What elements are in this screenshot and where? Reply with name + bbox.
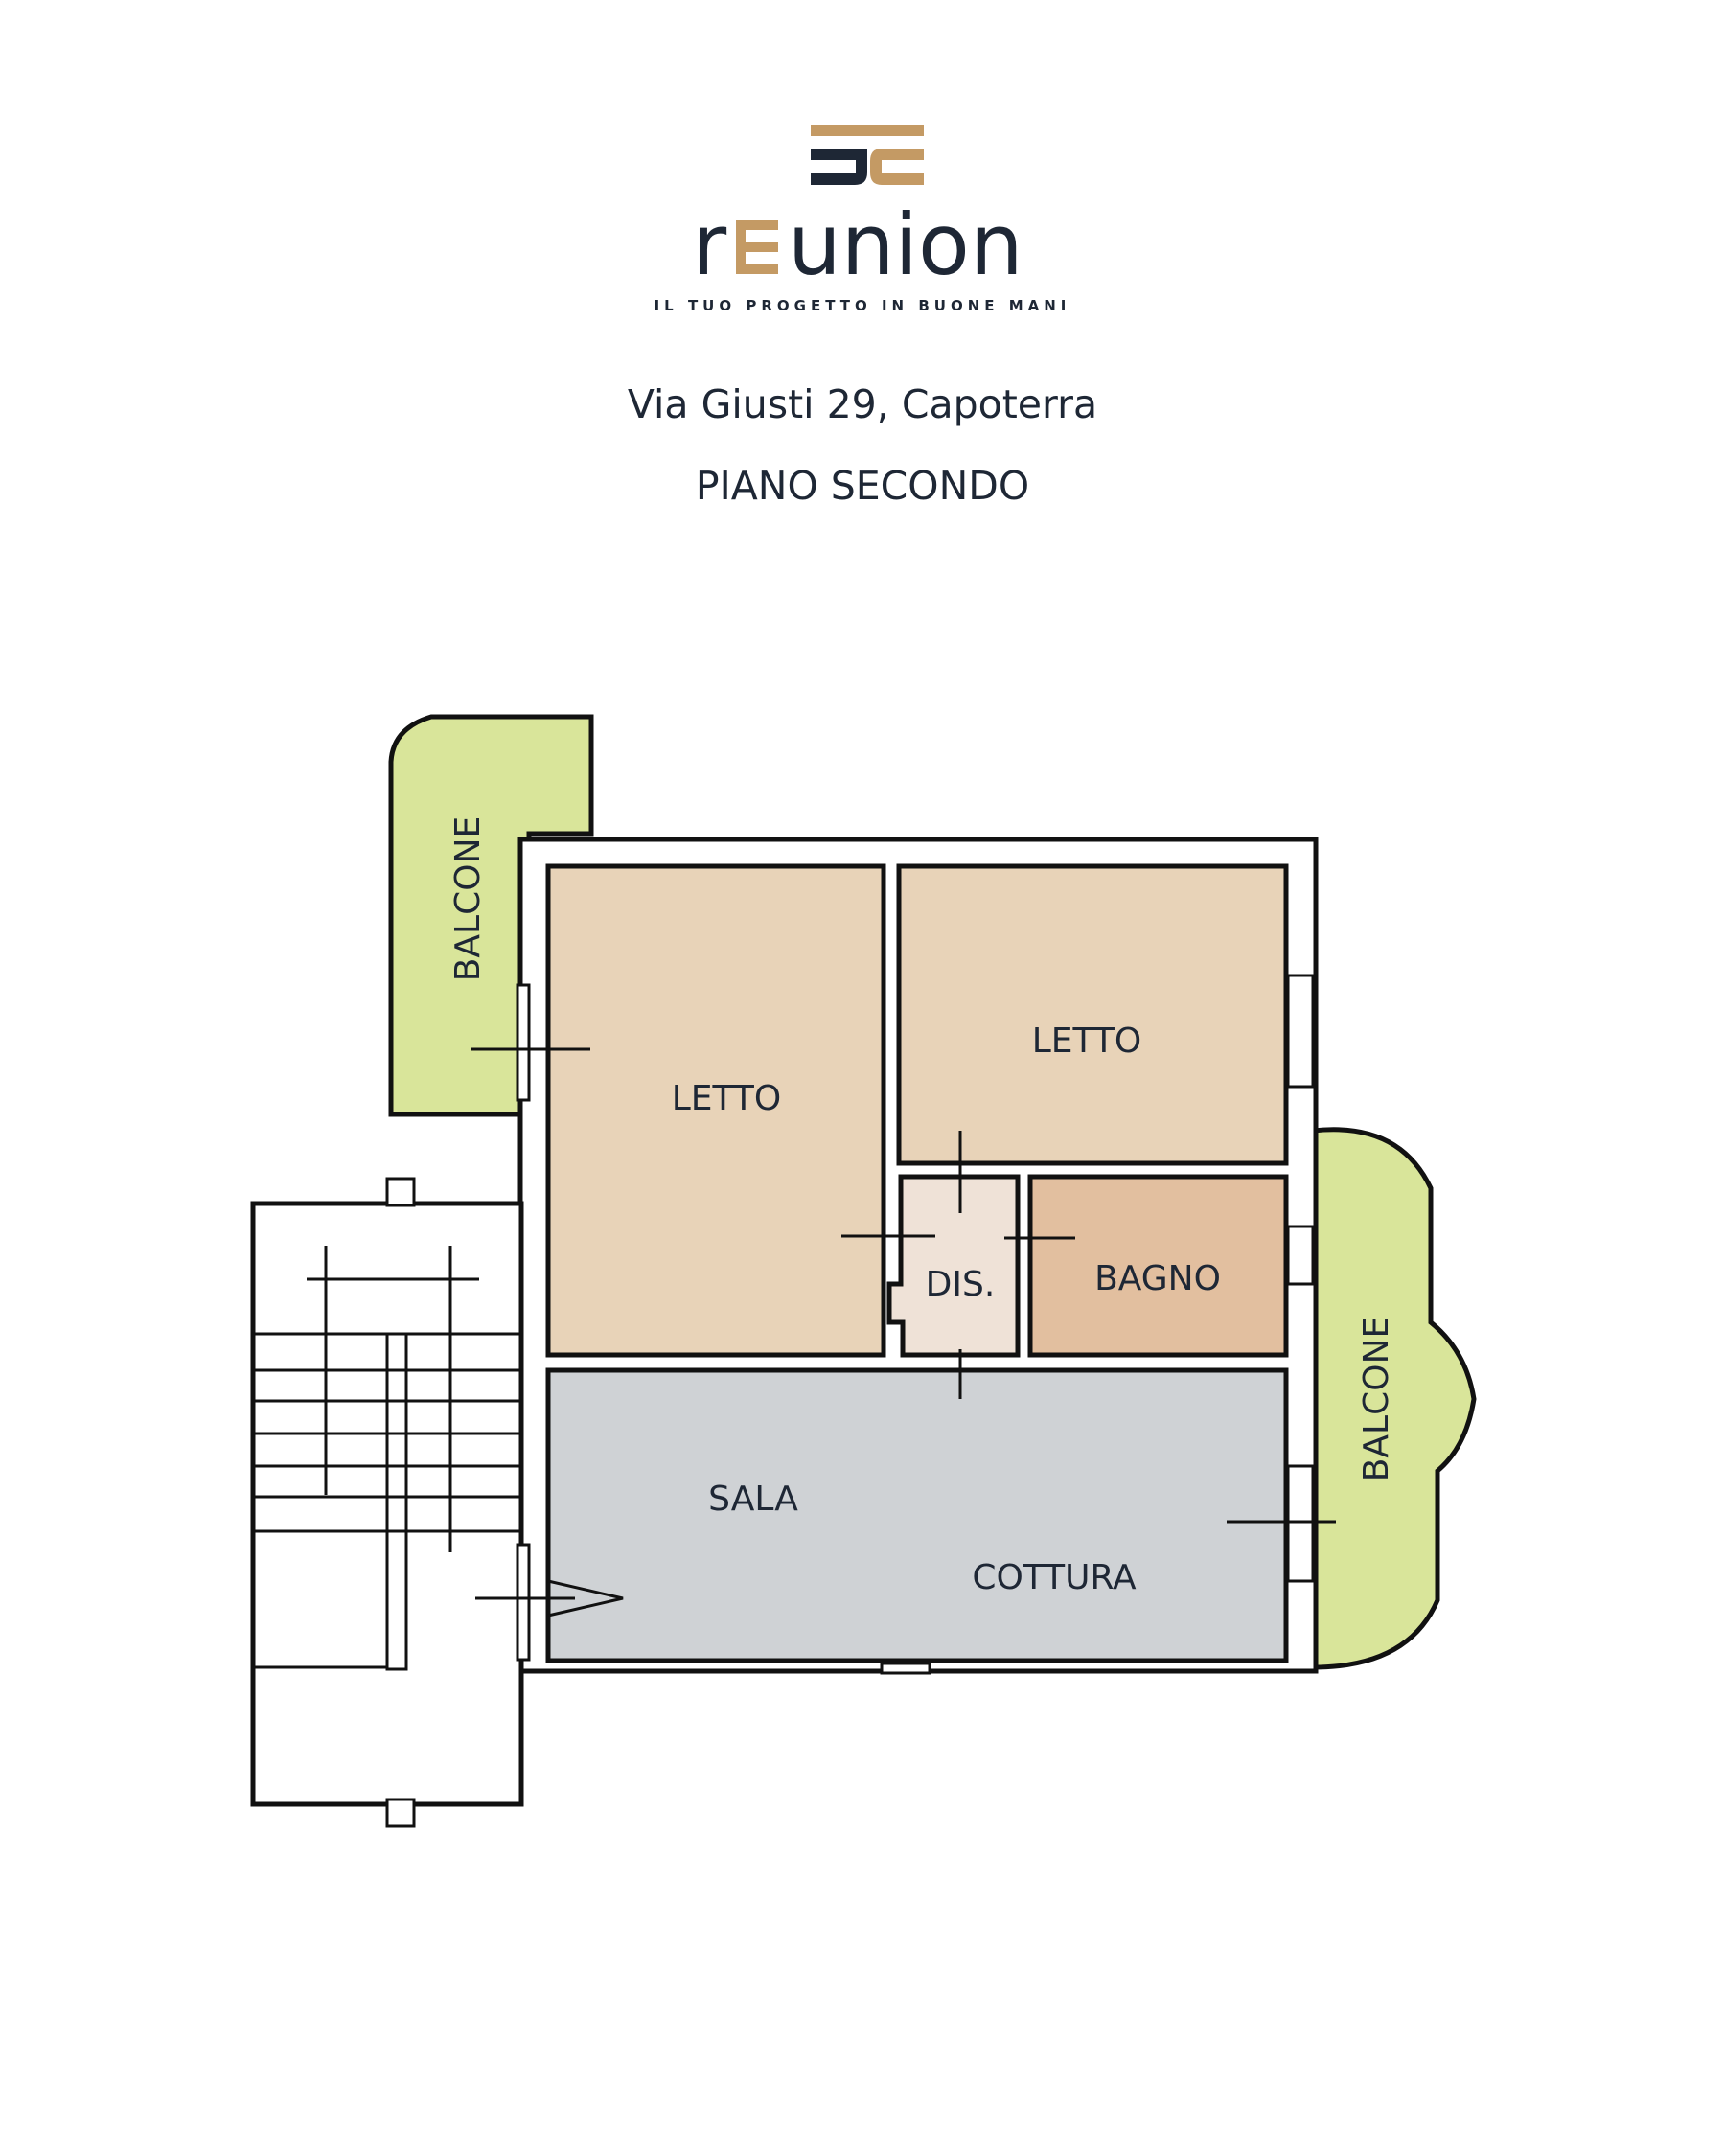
room-letto-1 — [545, 863, 886, 1358]
label-bagno: BAGNO — [1094, 1259, 1221, 1298]
property-address: Via Giusti 29, Capoterra — [627, 381, 1098, 427]
logo-tagline: IL TUO PROGETTO IN BUONE MANI — [654, 297, 1071, 314]
window-right-2 — [1286, 1225, 1315, 1286]
room-bagno — [1027, 1174, 1289, 1358]
label-letto-2: LETTO — [1032, 1021, 1142, 1061]
room-letto-2 — [896, 863, 1289, 1166]
balcony-right — [1310, 1127, 1477, 1670]
window-left-1 — [516, 983, 531, 1102]
room-sala-cottura — [545, 1367, 1289, 1663]
balcony-left — [388, 714, 594, 1117]
label-dis: DIS. — [926, 1265, 996, 1304]
svg-text:union: union — [788, 195, 1024, 294]
reunion-logo: r union — [692, 125, 1024, 294]
svg-text:r: r — [692, 195, 727, 294]
logo-mark — [811, 125, 924, 185]
stairs — [253, 1177, 521, 1828]
label-letto-1: LETTO — [672, 1079, 782, 1118]
window-right-3 — [1286, 1464, 1315, 1583]
floor-label: PIANO SECONDO — [695, 463, 1030, 509]
door-markers — [472, 1047, 1336, 1617]
window-left-2 — [516, 1543, 531, 1662]
logo-wordmark: r union — [692, 195, 1024, 294]
window-right-1 — [1286, 974, 1315, 1089]
label-sala: SALA — [708, 1479, 798, 1519]
label-balcone-right: BALCONE — [1357, 1317, 1396, 1482]
label-cottura: COTTURA — [972, 1558, 1137, 1597]
window-bottom — [880, 1662, 932, 1675]
label-balcone-left: BALCONE — [448, 816, 488, 982]
room-dis — [886, 1174, 1021, 1358]
